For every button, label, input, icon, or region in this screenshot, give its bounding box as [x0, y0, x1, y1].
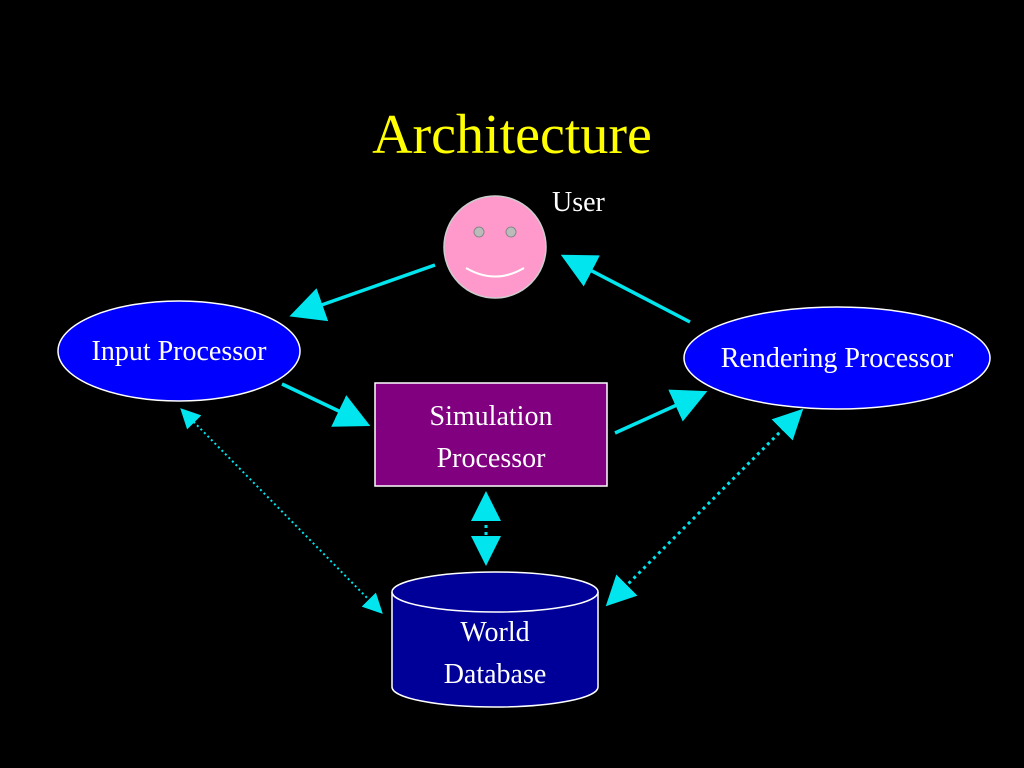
- simulation-label-line2: Processor: [436, 443, 546, 474]
- dotted-arrow-rendering-database: [605, 408, 804, 607]
- input-processor-ellipse: [57, 300, 301, 402]
- input-processor-label: Input Processor: [91, 336, 267, 367]
- database-label-line2: Database: [443, 659, 547, 690]
- arrow-user-to-input: [289, 263, 436, 322]
- world-database-cylinder: [391, 571, 599, 708]
- user-left-eye: [473, 226, 485, 238]
- dotted-arrow-input-database: [180, 408, 383, 614]
- arrow-rendering-to-user: [560, 254, 691, 324]
- arrow-simulation-to-rendering: [614, 389, 708, 435]
- world-database-label: World Database: [392, 612, 598, 696]
- user-head: [443, 195, 547, 299]
- user-right-eye: [505, 226, 517, 238]
- slide-title: Architecture: [372, 104, 652, 166]
- simulation-label-line1: Simulation: [429, 401, 553, 432]
- smiley-face-icon: [443, 195, 547, 299]
- database-label-line1: World: [460, 617, 530, 648]
- rendering-processor-ellipse: [683, 306, 991, 410]
- rendering-processor-label: Rendering Processor: [720, 343, 954, 374]
- simulation-processor-label: Simulation Processor: [375, 396, 607, 480]
- simulation-processor-box: [374, 382, 608, 487]
- arrow-input-to-simulation: [281, 382, 371, 427]
- user-label: User: [552, 187, 605, 218]
- user-smile: [465, 267, 525, 278]
